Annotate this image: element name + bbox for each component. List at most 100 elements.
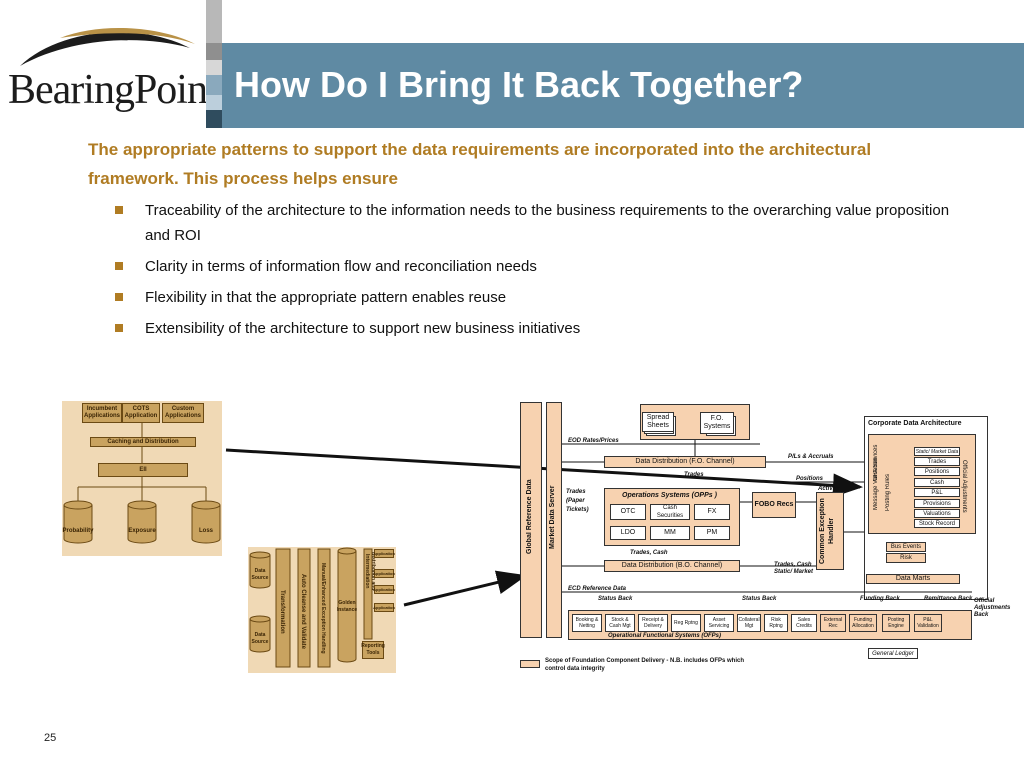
cleanse-label: Auto Cleanse and Validate [300,574,306,650]
transformation-label: Transformation [279,590,285,634]
status-back-label: Status Back [598,596,633,602]
caching-box: Caching and Distribution [90,437,196,447]
bullet-item: Traceability of the architecture to the … [112,198,962,248]
bullet-item: Flexibility in that the appropriate patt… [112,285,962,310]
mdm-shapes [249,547,373,668]
trades-cash-label: Trades, Cash [630,550,668,556]
application-box: Application [373,603,395,612]
ops-title: Operations Systems (OPPs ) [622,492,717,499]
remittance-back-label: Remittance Back [924,596,973,602]
application-box: Application [373,585,395,594]
corp-item-trades: Trades [914,457,960,466]
mdm-diagram: Data Source Data Source Transformation A… [248,547,396,673]
loss-label: Loss [198,527,213,534]
market-server-bar [546,402,562,638]
bullet-square-icon [115,324,123,332]
ops-otc: OTC [610,504,646,520]
corp-item-provisions: Provisions [914,499,960,508]
activity-label: Activity [818,486,840,492]
bullet-square-icon [115,293,123,301]
stripe-segment [206,95,222,110]
stripe-segment [206,60,222,75]
application-box: Application [373,549,395,558]
ofp-collateral: Collateral Mgt [737,614,761,632]
page-number: 25 [44,732,57,744]
corp-item-valuations: Valuations [914,509,960,518]
ecd-label: ECD Reference Data [568,586,627,592]
bullet-square-icon [115,206,123,214]
stripe-segment [206,110,222,128]
ops-cash-securities: Cash Securities [650,504,690,520]
golden-instance-label: Golden Instance [336,600,358,613]
corp-item-positions: Positions [914,467,960,476]
risk-box: Risk [886,553,926,563]
ops-pm: PM [694,526,730,540]
page-title: How Do I Bring It Back Together? [234,64,804,105]
fobo-recs-box: FOBO Recs [752,492,796,518]
ops-mm: MM [650,526,690,540]
pls-label: P/Ls & Accruals [788,454,834,460]
ofp-sales: Sales Credits [791,614,817,632]
architecture-connectors [562,440,972,593]
fo-systems-box: F.O. Systems [700,412,734,434]
data-source-label: Data Source [251,568,269,581]
corp-item-static: Static/ Market Data [914,447,960,456]
eii-box: EII [98,463,188,477]
positions-label: Positions [796,476,824,482]
global-ref-bar [520,402,542,638]
scope-legend-text: Scope of Foundation Component Delivery -… [545,658,745,672]
ofp-external-rec: External Rec [820,614,846,632]
ofp-posting: Posting Engine [882,614,910,632]
exception-label: Manual/Enhanced Exception Handling [320,562,326,654]
stripe-segment [206,43,222,60]
ofp-receipt: Receipt & Delivery [638,614,668,632]
bullet-item: Extensibility of the architecture to sup… [112,316,962,341]
incumbent-apps-box: Incumbent Applications [82,403,122,423]
exposure-label: Exposure [128,527,156,534]
scope-legend-swatch [520,660,540,668]
trades-static-label: Trades, Cash Static/ Market [774,562,814,575]
paper-tickets-label: Trades (Paper Tickets) [566,489,589,513]
official-back-label: Official Adjustments Back [974,598,1011,618]
corp-item-cash: Cash [914,478,960,487]
ops-ldo: LDO [610,526,646,540]
reporting-tools-box: Reporting Tools [361,641,385,659]
status-back-label-2: Status Back [742,596,777,602]
logo: BearingPointTM [0,0,230,128]
ops-fx: FX [694,504,730,520]
header-bar [222,43,1024,128]
corp-item-pl: P&L [914,488,960,497]
exception-handler-box [816,492,844,570]
intro-text: The appropriate patterns to support the … [88,140,872,188]
ofp-booking: Booking & Netting [572,614,602,632]
stripe-segment [206,75,222,95]
eod-label: EOD Rates/Prices [568,438,619,444]
ofp-asset: Asset Servicing [704,614,734,632]
application-box: Application [373,569,395,578]
cots-app-box: COTS Application [122,403,160,423]
ofp-risk: Risk Rptng [764,614,788,632]
stripe-segment [206,0,222,43]
corp-item-stock-record: Stock Record [914,519,960,528]
eii-connectors [63,423,221,544]
bus-events-box: Bus Events [886,542,926,552]
dist-fo-box: Data Distribution (F.O. Channel) [604,456,766,468]
trades-label: Trades [684,472,704,478]
data-source-label: Data Source [251,632,269,645]
logo-text: BearingPointTM [8,66,230,114]
bullet-item: Clarity in terms of information flow and… [112,254,962,279]
logo-swoosh-icon [20,27,195,66]
ofp-stock-cash: Stock & Cash Mgt [605,614,635,632]
data-marts-box: Data Marts [866,574,960,584]
official-adj-label: Official Adjustments [961,459,967,513]
spread-sheets-box: Spread Sheets [642,412,674,432]
bullet-list: Traceability of the architecture to the … [112,198,962,347]
ofp-funding: Funding Allocation [849,614,877,632]
eii-diagram: Incumbent Applications COTS Application … [62,401,222,556]
architecture-diagram: Global Reference Data Market Data Server… [520,402,1020,678]
probability-label: Probability [62,527,94,534]
funding-back-label: Funding Back [860,596,900,602]
bullet-square-icon [115,262,123,270]
ofp-reg: Reg Rptng [671,614,701,632]
